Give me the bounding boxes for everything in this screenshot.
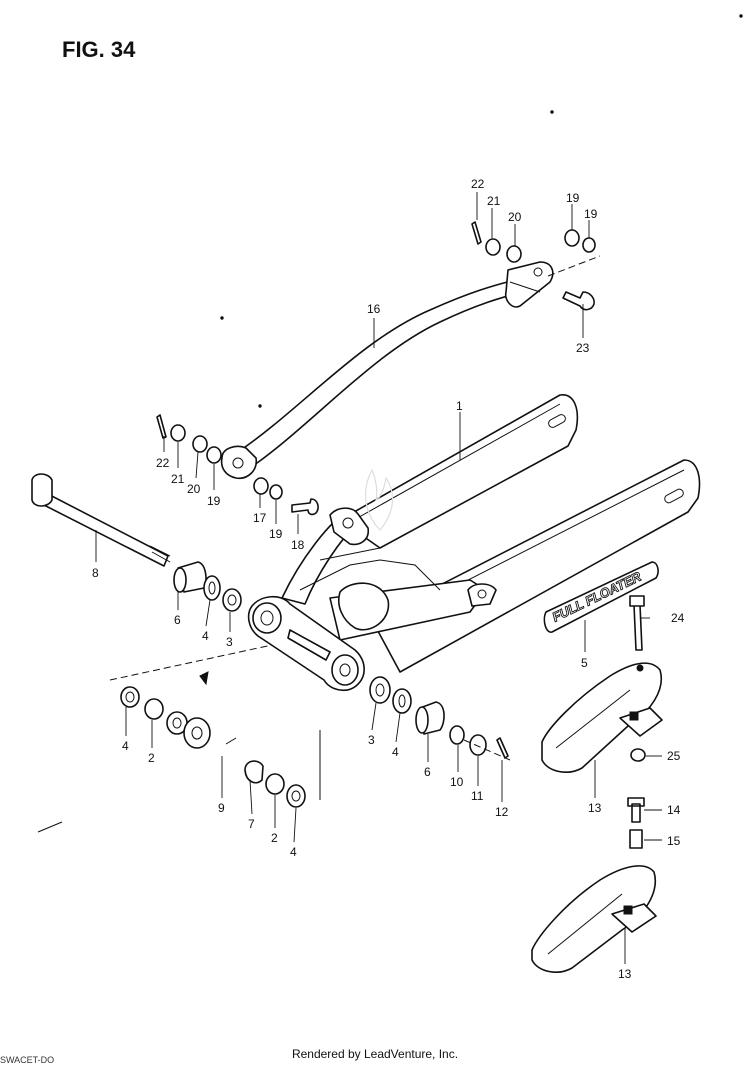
stray-mark xyxy=(37,821,63,833)
callout-4: 4 xyxy=(122,739,129,753)
callout-9: 9 xyxy=(218,801,225,815)
washer-lower xyxy=(192,435,208,453)
left-pivot-bushings xyxy=(173,561,242,612)
callout-4: 4 xyxy=(392,745,399,759)
callout-24: 24 xyxy=(671,611,685,625)
watermark-logo xyxy=(365,468,394,531)
bolt-18 xyxy=(291,498,319,516)
chain-guide-upper xyxy=(541,662,663,773)
bolt-14 xyxy=(627,797,645,823)
bolt-24 xyxy=(629,595,645,651)
callout-labels: 22 21 20 19 19 23 16 1 22 21 20 19 17 19… xyxy=(92,177,685,981)
callout-12: 12 xyxy=(495,805,509,819)
torque-link-rod xyxy=(220,261,554,480)
callout-19: 19 xyxy=(269,527,283,541)
callout-7: 7 xyxy=(248,817,255,831)
collar-15 xyxy=(629,829,643,849)
bushing-19 xyxy=(269,484,283,500)
callout-3: 3 xyxy=(368,733,375,747)
callout-6: 6 xyxy=(424,765,431,779)
callout-23: 23 xyxy=(576,341,590,355)
leader-lines xyxy=(95,192,662,964)
callout-13: 13 xyxy=(588,801,602,815)
bushing-lower xyxy=(206,446,222,464)
stray-dot xyxy=(220,316,224,320)
footer-credit: Rendered by LeadVenture, Inc. xyxy=(291,1047,459,1061)
callout-19: 19 xyxy=(584,207,598,221)
callout-15: 15 xyxy=(667,834,681,848)
callout-14: 14 xyxy=(667,803,681,817)
stray-dot xyxy=(739,14,743,18)
callout-2: 2 xyxy=(271,831,278,845)
lower-link-hardware xyxy=(156,414,319,516)
stray-dot xyxy=(258,404,262,408)
callout-4: 4 xyxy=(290,845,297,859)
callout-13: 13 xyxy=(618,967,632,981)
callout-8: 8 xyxy=(92,566,99,580)
pivot-shaft xyxy=(31,473,171,567)
lower-left-seals xyxy=(120,671,321,808)
callout-21: 21 xyxy=(487,194,501,208)
callout-5: 5 xyxy=(581,656,588,670)
callout-25: 25 xyxy=(667,749,681,763)
callout-20: 20 xyxy=(508,210,522,224)
callout-4: 4 xyxy=(202,629,209,643)
castle-nut-lower xyxy=(170,424,186,442)
callout-1: 1 xyxy=(456,399,463,413)
callout-3: 3 xyxy=(226,635,233,649)
callout-19: 19 xyxy=(207,494,221,508)
callout-11: 11 xyxy=(471,789,484,803)
castle-nut-upper xyxy=(485,238,501,256)
swingarm xyxy=(247,394,701,692)
callout-18: 18 xyxy=(291,538,305,552)
callout-19: 19 xyxy=(566,191,580,205)
upper-link-hardware xyxy=(471,221,601,311)
bushing-upper-a xyxy=(564,229,580,247)
callout-22: 22 xyxy=(471,177,485,191)
bushing-upper-b xyxy=(582,237,596,253)
callout-2: 2 xyxy=(148,751,155,765)
diagram-code: SWACET-DO xyxy=(0,1055,55,1065)
bushing-17 xyxy=(253,477,269,495)
callout-6: 6 xyxy=(174,613,181,627)
callout-10: 10 xyxy=(450,775,464,789)
chain-guide-lower xyxy=(531,865,657,973)
callout-21: 21 xyxy=(171,472,185,486)
bolt-upper xyxy=(562,291,595,311)
washer-upper xyxy=(506,245,522,263)
nut-25 xyxy=(630,748,646,762)
figure-title: FIG. 34 xyxy=(62,37,136,62)
callout-16: 16 xyxy=(367,302,381,316)
callout-17: 17 xyxy=(253,511,267,525)
callout-20: 20 xyxy=(187,482,201,496)
callout-22: 22 xyxy=(156,456,170,470)
stray-dot xyxy=(550,110,554,114)
pivot-pin xyxy=(287,629,331,661)
cotter-pin-upper xyxy=(471,221,482,245)
cotter-pin-lower xyxy=(156,414,167,439)
right-pivot-bushings xyxy=(369,676,511,761)
